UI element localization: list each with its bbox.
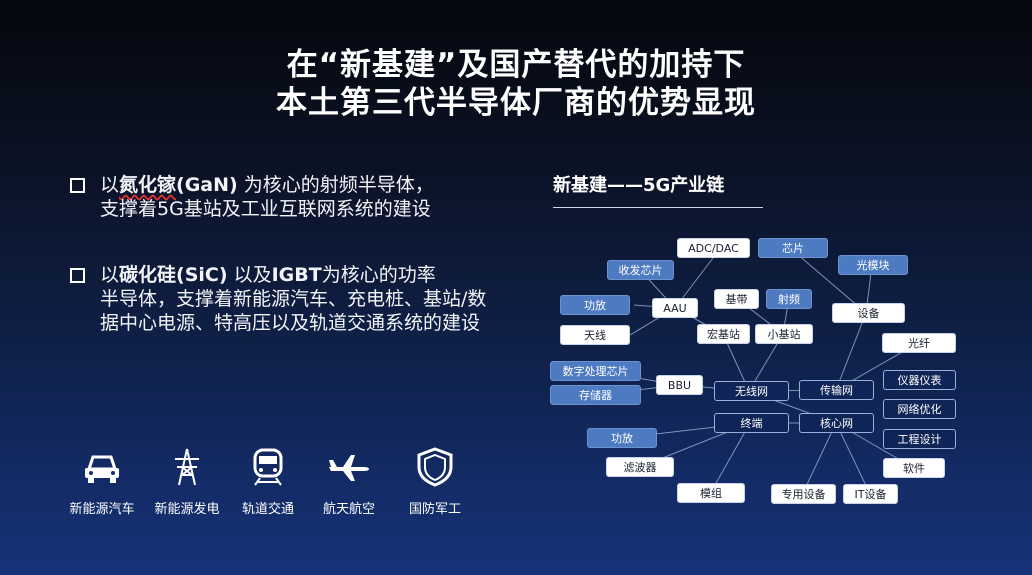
node-transport-network: 传输网 <box>799 380 874 400</box>
node-terminal: 终端 <box>714 413 789 433</box>
bullet-square-icon <box>70 268 85 283</box>
node-equipment: 设备 <box>832 303 905 323</box>
title-line-1: 在“新基建”及国产替代的加持下 <box>286 47 746 83</box>
airplane-icon <box>327 447 371 487</box>
chain-title: 新基建——5G产业链 <box>553 175 725 196</box>
node-special-equipment: 专用设备 <box>771 484 836 504</box>
node-core-network: 核心网 <box>799 413 874 433</box>
shield-icon <box>413 447 457 487</box>
node-network-optimization: 网络优化 <box>883 399 956 419</box>
power-tower-icon <box>165 447 209 487</box>
node-filter: 滤波器 <box>606 457 674 477</box>
chain-title-underline <box>553 207 763 208</box>
node-power-amplifier: 功放 <box>560 295 630 315</box>
bullet-square-icon <box>70 178 85 193</box>
node-bbu: BBU <box>656 375 703 395</box>
node-rf: 射频 <box>766 289 812 309</box>
car-icon <box>80 447 124 487</box>
icon-label: 航天航空 <box>322 502 375 517</box>
node-fiber: 光纤 <box>882 333 956 353</box>
node-instruments: 仪器仪表 <box>883 370 956 390</box>
node-small-base-station: 小基站 <box>755 324 813 344</box>
node-wireless-network: 无线网 <box>714 381 789 401</box>
node-optical-module: 光模块 <box>838 255 908 275</box>
node-chip: 芯片 <box>758 238 828 258</box>
node-baseband: 基带 <box>714 289 759 309</box>
bullet-text: 以碳化硅(SiC) 以及IGBT为核心的功率 半导体，支撑着新能源汽车、充电桩、… <box>100 264 487 334</box>
icon-label: 轨道交通 <box>241 502 294 517</box>
node-module: 模组 <box>677 483 745 503</box>
icon-label: 新能源发电 <box>154 502 220 517</box>
node-antenna: 天线 <box>560 325 630 345</box>
icon-label: 国防军工 <box>408 502 461 517</box>
node-dsp-chip: 数字处理芯片 <box>550 361 641 381</box>
node-engineering-design: 工程设计 <box>883 429 956 449</box>
node-transceiver-chip: 收发芯片 <box>607 260 674 280</box>
train-icon <box>246 447 290 487</box>
node-macro-base-station: 宏基站 <box>697 324 750 344</box>
node-storage: 存储器 <box>550 385 641 405</box>
node-adc-dac: ADC/DAC <box>677 238 750 258</box>
title-line-2: 本土第三代半导体厂商的优势显现 <box>276 85 756 121</box>
icon-label: 新能源汽车 <box>69 502 135 517</box>
node-it-equipment: IT设备 <box>843 484 898 504</box>
node-software: 软件 <box>883 458 945 478</box>
node-aau: AAU <box>652 298 698 318</box>
bullet-text: 以氮化镓(GaN) 为核心的射频半导体， 支撑着5G基站及工业互联网系统的建设 <box>100 174 434 220</box>
node-power-amplifier-2: 功放 <box>587 428 657 448</box>
